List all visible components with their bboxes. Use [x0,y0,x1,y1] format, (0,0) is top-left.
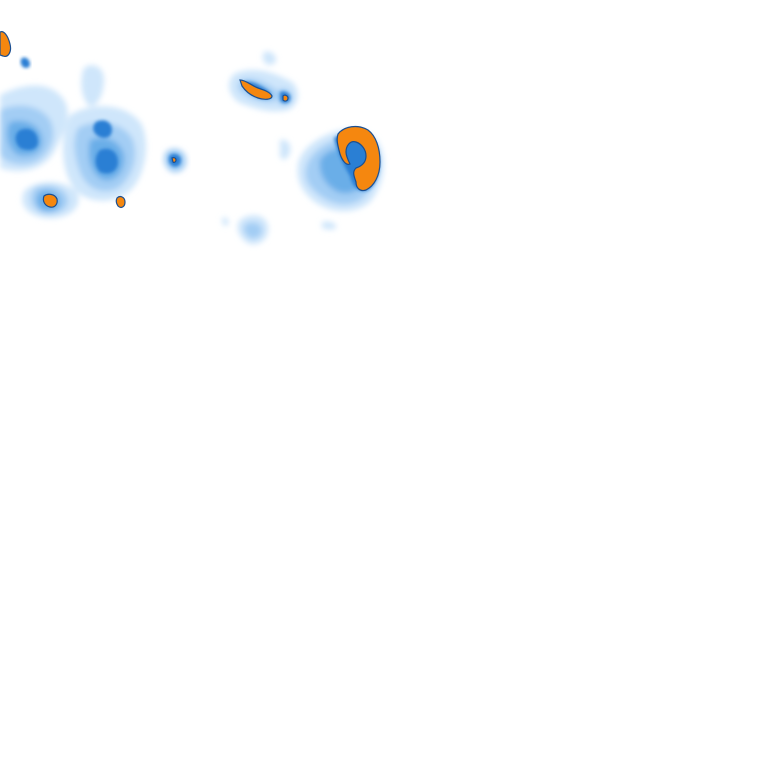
extreme-cell-b [115,196,126,208]
extreme-cell-top-left [0,31,12,57]
rain-cell-small [164,148,187,173]
rain-cell-south [222,139,337,245]
rain-cell-north [229,51,298,112]
rain-cell-east [297,125,384,212]
extreme-cell-a [42,193,58,208]
extreme-cell-north [239,79,273,100]
extreme-cell-east [336,125,381,192]
rain-cell-left-cluster [0,31,146,219]
